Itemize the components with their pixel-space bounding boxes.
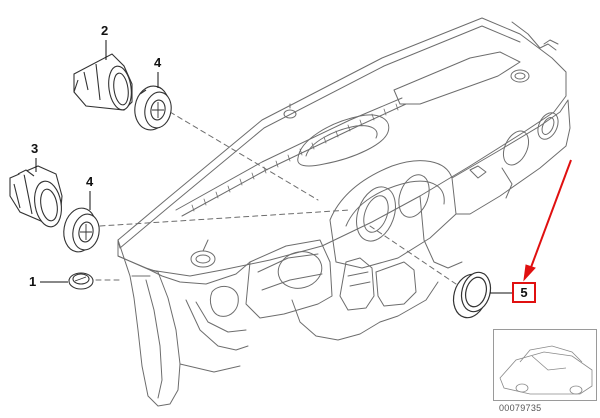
trim-ring-icon	[68, 272, 94, 290]
callout-part-1: 1	[29, 274, 37, 289]
air-vent-icon	[73, 53, 133, 111]
leader-lines	[95, 111, 457, 285]
air-vent-icon	[9, 165, 63, 228]
callout-part-5-highlighted: 5	[512, 282, 536, 303]
arrow-icon	[523, 159, 572, 282]
dashboard-illustration	[117, 17, 571, 407]
callout-part-3: 3	[31, 141, 39, 156]
callout-part-4-lower: 4	[86, 174, 94, 189]
diagram-reference-code: 00079735	[499, 403, 542, 413]
vent-ring-icon	[134, 85, 172, 131]
callout-part-2: 2	[101, 23, 109, 38]
callout-leaders	[35, 40, 512, 294]
vent-ring-icon	[63, 207, 100, 253]
car-thumbnail-frame	[493, 329, 597, 401]
trim-ring-icon	[452, 271, 492, 319]
callout-part-4-upper: 4	[154, 55, 162, 70]
